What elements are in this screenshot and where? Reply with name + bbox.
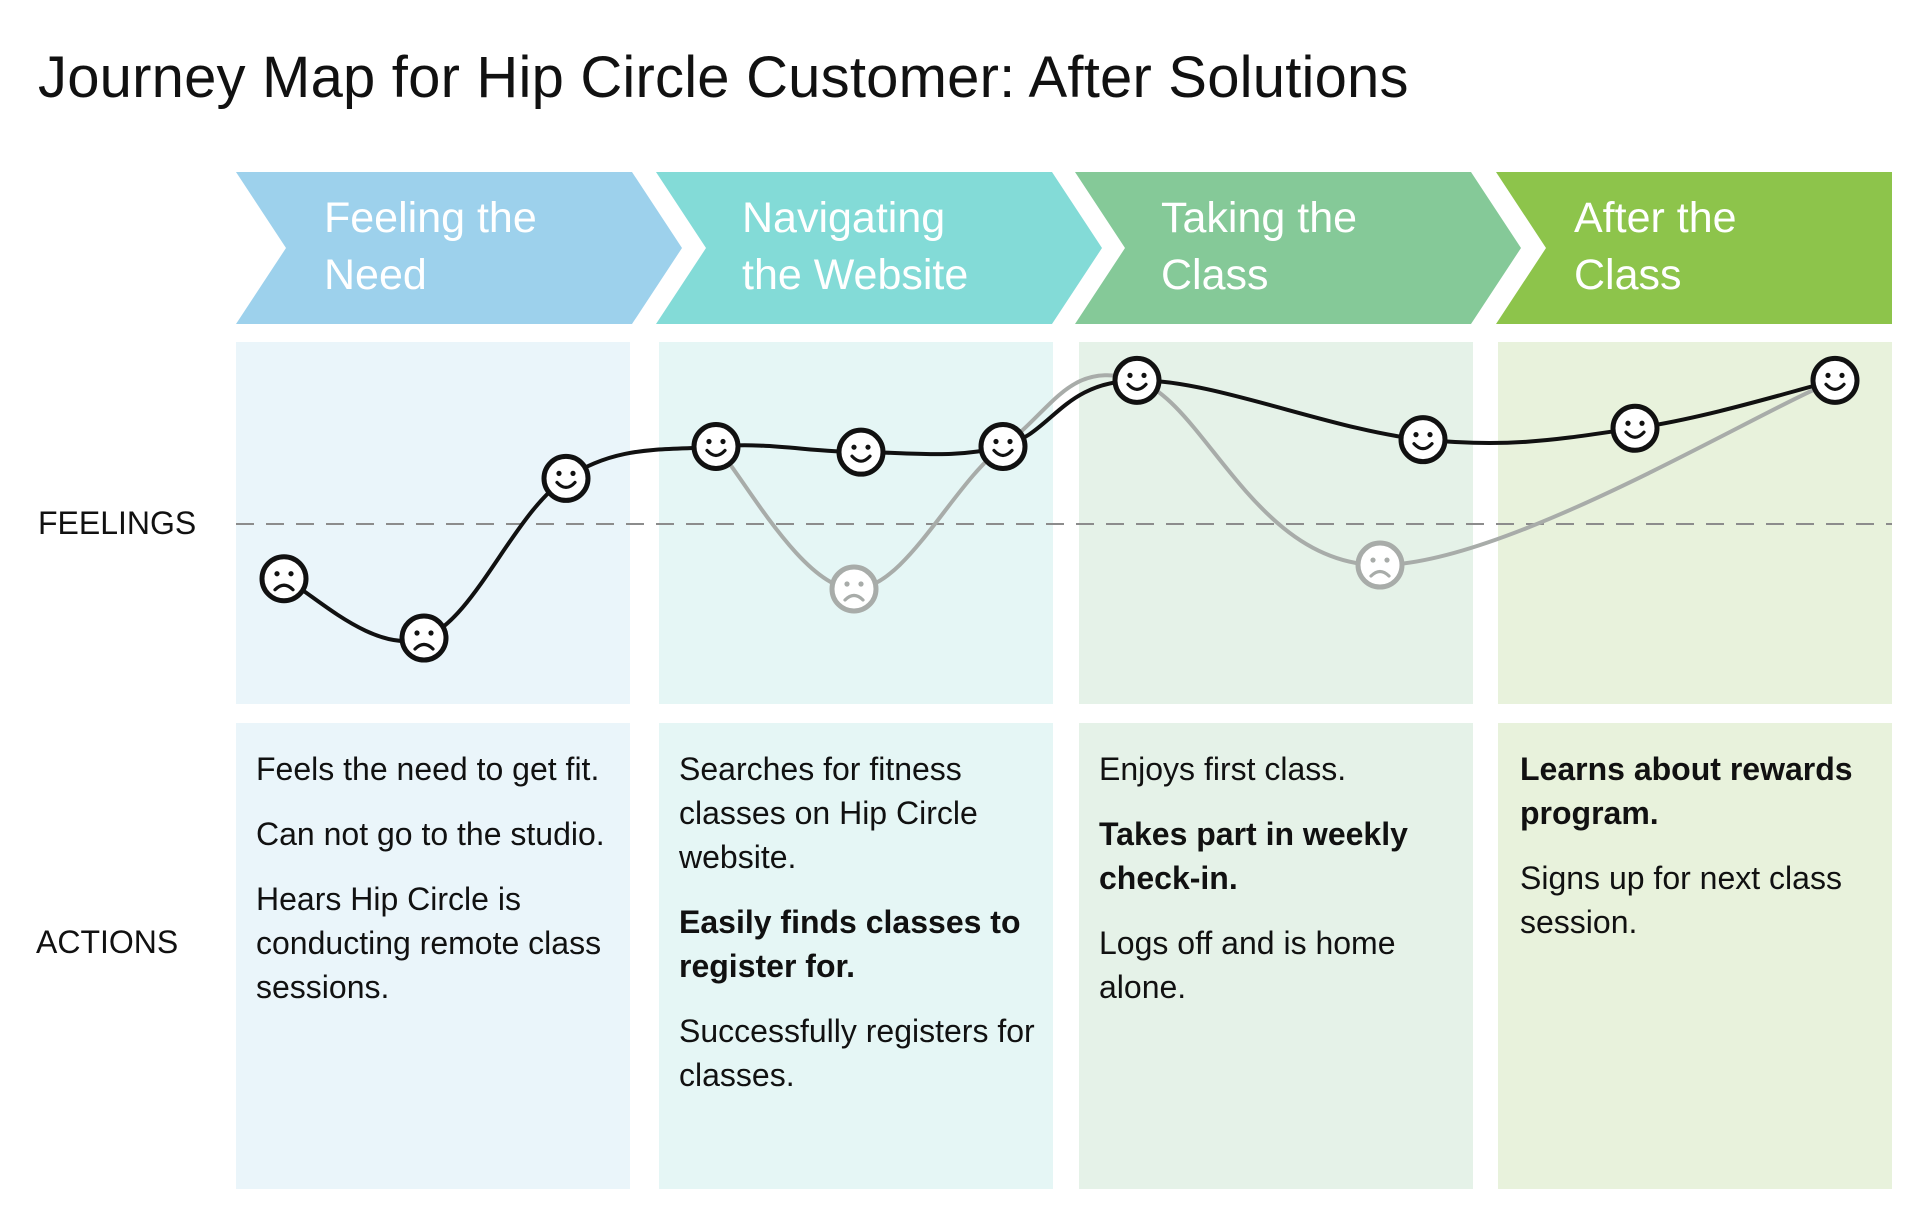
action-item: Hears Hip Circle is conducting remote cl… bbox=[256, 881, 602, 1005]
stage-header-taking-the-class: Taking the Class bbox=[1075, 172, 1521, 324]
stage-title: After the Class bbox=[1574, 194, 1737, 299]
stage-header-navigating-the-website: Navigating the Website bbox=[656, 172, 1102, 324]
happy-face-icon bbox=[541, 453, 591, 503]
sad-face-icon bbox=[259, 554, 309, 604]
actions-list: Searches for fitness classes on Hip Circ… bbox=[679, 747, 1039, 1118]
happy-face-icon bbox=[1610, 403, 1660, 453]
action-item: Signs up for next class session. bbox=[1520, 860, 1842, 940]
action-item: Can not go to the studio. bbox=[256, 816, 605, 852]
actions-list: Enjoys first class. Takes part in weekly … bbox=[1099, 747, 1459, 1030]
action-item: Searches for fitness classes on Hip Circ… bbox=[679, 751, 978, 875]
actions-list: Feels the need to get fit. Can not go to … bbox=[256, 747, 616, 1030]
actions-panel-stage-1: Feels the need to get fit. Can not go to … bbox=[236, 723, 630, 1189]
chevron-shape bbox=[1496, 172, 1892, 324]
stage-title: Taking the Class bbox=[1161, 194, 1358, 299]
happy-face-icon bbox=[1398, 415, 1448, 465]
stage-header-feeling-the-need: Feeling the Need bbox=[236, 172, 682, 324]
chevron-shape bbox=[236, 172, 682, 324]
actions-panel-stage-2: Searches for fitness classes on Hip Circ… bbox=[659, 723, 1053, 1189]
happy-face-icon bbox=[1112, 355, 1162, 405]
sad-face-icon bbox=[1355, 540, 1405, 590]
actions-list: Learns about rewards program. Signs up fo… bbox=[1520, 747, 1880, 965]
sad-face-icon bbox=[829, 564, 879, 614]
actions-panel-stage-4: Learns about rewards program. Signs up fo… bbox=[1498, 723, 1892, 1189]
sad-face-icon bbox=[399, 613, 449, 663]
action-item: Learns about rewards program. bbox=[1520, 751, 1853, 831]
after-journey-line bbox=[283, 378, 1836, 643]
chevron-shape bbox=[656, 172, 1102, 324]
happy-face-icon bbox=[1810, 355, 1860, 405]
feelings-row-label: FEELINGS bbox=[38, 505, 197, 541]
actions-row-label: ACTIONS bbox=[36, 924, 179, 960]
action-item: Enjoys first class. bbox=[1099, 751, 1347, 787]
action-item: Feels the need to get fit. bbox=[256, 751, 600, 787]
action-item: Takes part in weekly check-in. bbox=[1099, 816, 1408, 896]
happy-face-icon bbox=[836, 427, 886, 477]
page-title: Journey Map for Hip Circle Customer: Aft… bbox=[38, 45, 1409, 110]
stage-title: Feeling the Need bbox=[324, 194, 537, 299]
action-item: Logs off and is home alone. bbox=[1099, 925, 1396, 1005]
stage-header-after-the-class: After the Class bbox=[1496, 172, 1892, 324]
stage-title: Navigating the Website bbox=[742, 194, 969, 299]
chevron-shape bbox=[1075, 172, 1521, 324]
happy-face-icon bbox=[978, 421, 1028, 471]
action-item: Easily finds classes to register for. bbox=[679, 904, 1021, 984]
action-item: Successfully registers for classes. bbox=[679, 1013, 1035, 1093]
actions-panel-stage-3: Enjoys first class. Takes part in weekly … bbox=[1079, 723, 1473, 1189]
happy-face-icon bbox=[691, 421, 741, 471]
